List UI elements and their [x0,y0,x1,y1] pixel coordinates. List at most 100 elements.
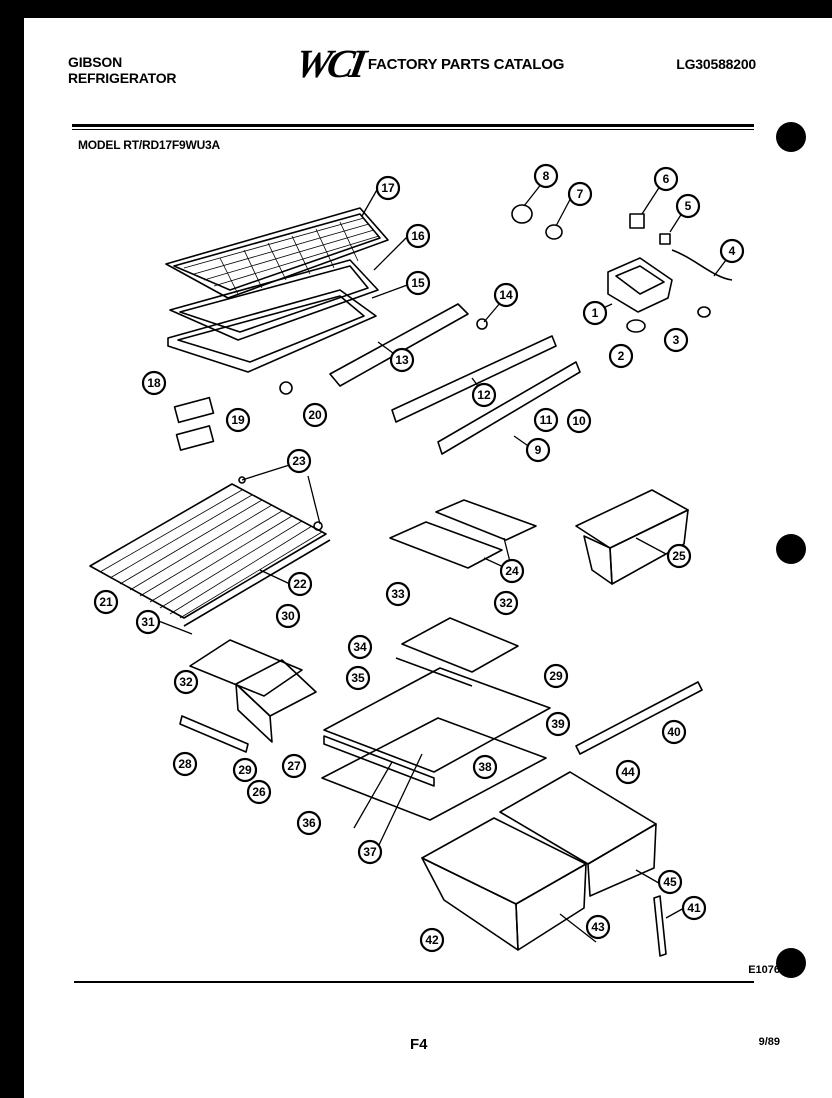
callout-30: 30 [275,603,301,629]
binder-hole-top [776,122,806,152]
header-rule-thin [72,129,754,130]
callout-38: 38 [472,754,498,780]
callout-11: 11 [533,407,559,433]
svg-text:25: 25 [672,549,686,563]
callout-28: 28 [172,751,198,777]
callout-40: 40 [661,719,687,745]
callout-1: 1 [582,300,608,326]
callout-3: 3 [663,327,689,353]
callout-19: 19 [225,407,251,433]
revision-date: 9/89 [758,1036,780,1048]
callout-12: 12 [471,382,497,408]
callout-24: 24 [499,558,525,584]
trim-strips [179,681,703,957]
svg-text:28: 28 [178,757,192,771]
svg-text:19: 19 [231,413,245,427]
svg-text:45: 45 [663,875,677,889]
svg-text:43: 43 [591,920,605,934]
brand-line-1: GIBSON [68,54,123,70]
callout-23: 23 [286,448,312,474]
crisper-drawers [421,771,657,951]
svg-text:2: 2 [618,349,625,363]
callout-29a: 29 [232,757,258,783]
brand-block: GIBSON REFRIGERATOR [68,54,177,86]
callout-45: 45 [657,869,683,895]
callout-26: 26 [246,779,272,805]
callout-32b: 32 [493,590,519,616]
wire-shelf [89,483,331,627]
callout-7: 7 [567,181,593,207]
document-number: LG30588200 [676,56,756,72]
svg-text:40: 40 [667,725,681,739]
exploded-parts-diagram: 1 2 3 4 5 6 7 8 9 10 11 12 13 14 15 16 1… [89,163,745,957]
svg-text:11: 11 [540,413,553,427]
svg-text:12: 12 [477,388,491,402]
svg-text:32: 32 [499,596,513,610]
svg-text:8: 8 [543,169,550,183]
svg-text:37: 37 [363,845,377,859]
header-rule-thick [72,124,754,127]
callout-17: 17 [375,175,401,201]
crisper-shelf [321,667,551,821]
svg-text:21: 21 [99,595,113,609]
brand-line-2: REFRIGERATOR [68,70,177,86]
svg-text:39: 39 [551,717,565,731]
svg-text:10: 10 [572,414,586,428]
callout-29b: 29 [543,663,569,689]
catalog-heading: WCI FACTORY PARTS CATALOG [292,41,565,86]
callout-4: 4 [719,238,745,264]
svg-text:27: 27 [287,759,301,773]
svg-text:16: 16 [411,229,425,243]
svg-text:6: 6 [663,172,670,186]
callout-5: 5 [675,193,701,219]
leader-lines [155,177,733,943]
svg-text:14: 14 [499,288,513,302]
page-label: F4 [410,1036,428,1053]
binder-hole-bottom [776,948,806,978]
drawing-number: E1076 [748,964,780,976]
svg-text:38: 38 [478,760,492,774]
svg-text:4: 4 [729,244,736,258]
callout-20: 20 [302,402,328,428]
callout-18: 18 [141,370,167,396]
svg-text:32: 32 [179,675,193,689]
svg-text:18: 18 [147,376,161,390]
svg-text:17: 17 [381,181,395,195]
catalog-page: GIBSON REFRIGERATOR WCI FACTORY PARTS CA… [24,18,832,1098]
callout-32a: 32 [173,669,199,695]
model-number: MODEL RT/RD17F9WU3A [78,138,220,152]
catalog-title: FACTORY PARTS CATALOG [367,55,565,73]
callout-25: 25 [666,543,692,569]
callout-15: 15 [405,270,431,296]
rails [329,303,581,455]
svg-text:36: 36 [302,816,316,830]
callout-39: 39 [545,711,571,737]
part-callouts: 1 2 3 4 5 6 7 8 9 10 11 12 13 14 15 16 1… [93,163,745,953]
svg-text:13: 13 [395,353,409,367]
callout-14: 14 [493,282,519,308]
callout-36: 36 [296,810,322,836]
meat-pan [575,489,689,585]
footer-rule [74,981,754,983]
callout-8: 8 [533,163,559,189]
svg-text:26: 26 [252,785,266,799]
svg-text:44: 44 [621,765,635,779]
egg-trays [389,499,537,569]
callout-10: 10 [566,408,592,434]
binder-hole-middle [776,534,806,564]
callout-13: 13 [389,347,415,373]
light-housing [511,204,733,333]
svg-text:7: 7 [577,187,584,201]
callout-43: 43 [585,914,611,940]
small-parts [173,318,488,531]
part-drawings [89,177,733,957]
callout-22: 22 [287,571,313,597]
callout-9: 9 [525,437,551,463]
svg-text:22: 22 [293,577,307,591]
crisper-cover-assembly [165,207,389,373]
svg-text:35: 35 [351,671,365,685]
svg-text:33: 33 [391,587,405,601]
callout-21: 21 [93,589,119,615]
callout-16: 16 [405,223,431,249]
callout-42: 42 [419,927,445,953]
